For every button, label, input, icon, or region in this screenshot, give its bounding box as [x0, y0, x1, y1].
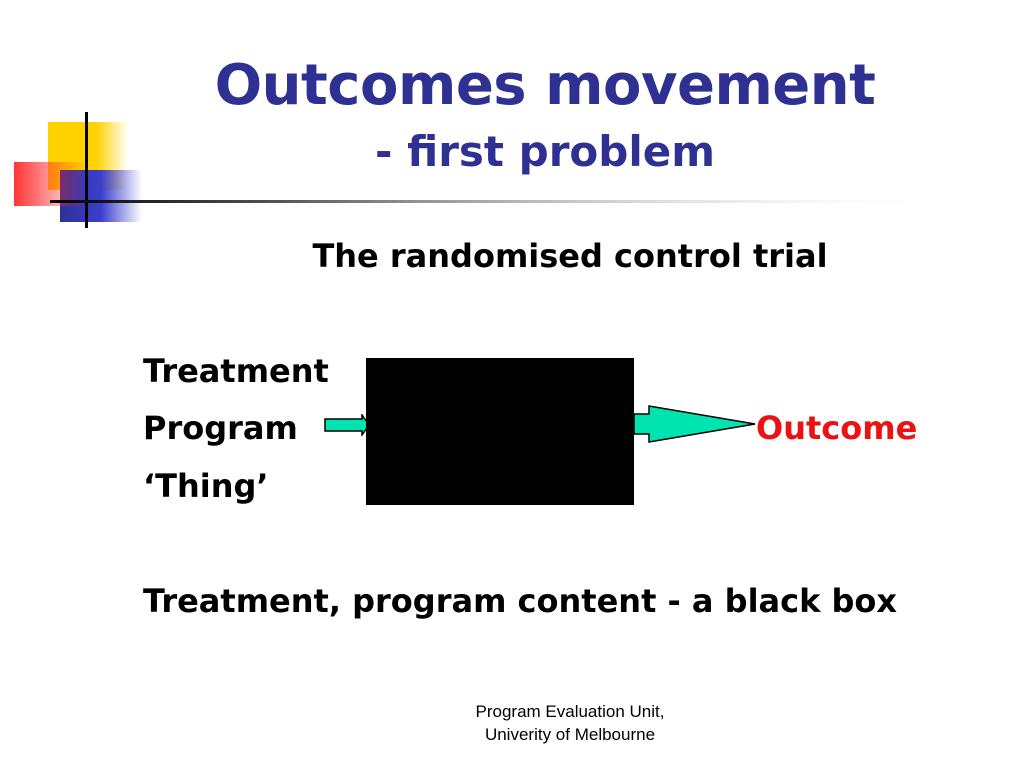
footer-line-1: Program Evaluation Unit, — [475, 702, 665, 721]
output-arrow — [633, 405, 756, 443]
deco-red-square — [14, 162, 84, 206]
section-heading: The randomised control trial — [312, 237, 828, 275]
black-box — [366, 358, 634, 505]
slide-footer: Program Evaluation Unit, Univerity of Me… — [420, 700, 720, 746]
conclusion-text: Treatment, program content - a black box — [143, 582, 898, 620]
input-label-thing: ‘Thing’ — [143, 467, 269, 505]
footer-line-2: Univerity of Melbourne — [484, 725, 656, 744]
deco-horizontal-line — [50, 200, 970, 203]
corner-decoration — [14, 112, 970, 228]
slide-title: Outcomes movement — [214, 53, 876, 118]
deco-vertical-line — [85, 112, 88, 228]
slide-subtitle: - first problem — [375, 127, 715, 176]
input-label-treatment: Treatment — [143, 352, 329, 390]
outcome-label: Outcome — [756, 409, 918, 447]
input-arrow — [324, 414, 370, 436]
input-label-program: Program — [143, 409, 298, 447]
